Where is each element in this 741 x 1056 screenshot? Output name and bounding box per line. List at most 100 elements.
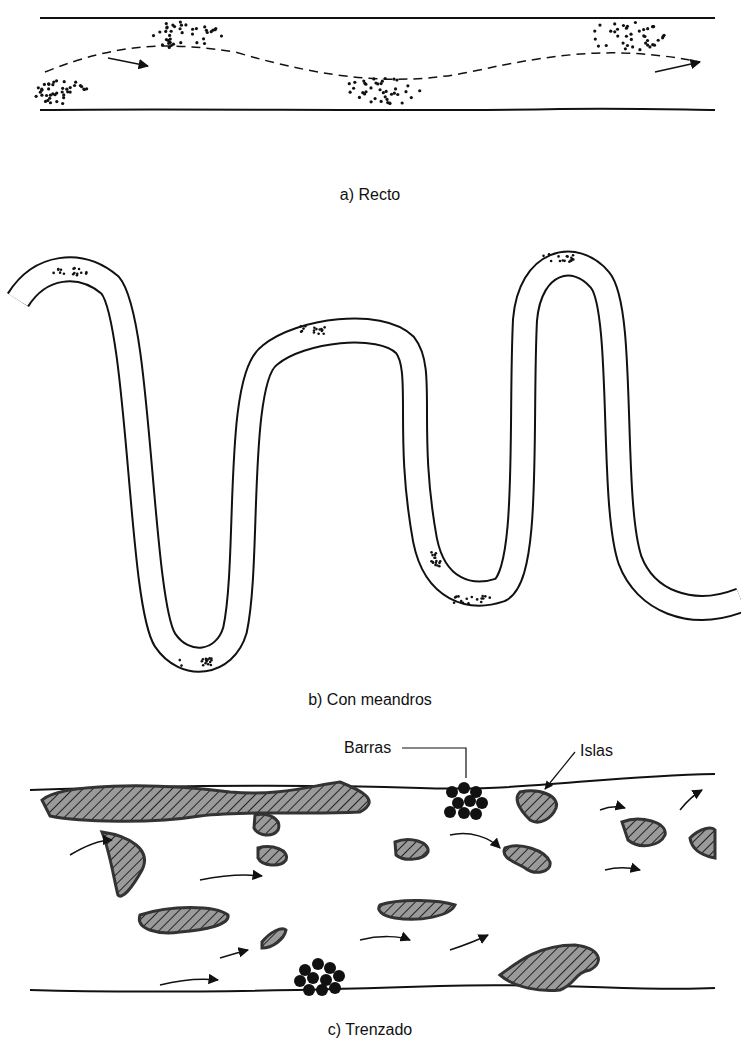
sediment-dot [180, 24, 183, 27]
sediment-dot [395, 78, 398, 81]
sediment-dot [374, 81, 377, 84]
gravel-bar [464, 795, 476, 807]
sediment-dot [300, 331, 303, 334]
sediment-dot [646, 39, 649, 42]
caption: c) Trenzado [270, 1020, 470, 1039]
sediment-dot [597, 44, 600, 47]
sediment-dot [164, 30, 167, 33]
sediment-dot [82, 87, 85, 90]
sediment-dot [384, 95, 387, 98]
sediment-dot [203, 42, 206, 45]
sediment-dot [434, 556, 437, 559]
sediment-dot [653, 44, 656, 47]
sediment-dot [35, 95, 38, 98]
sediment-dot [662, 34, 665, 37]
sediment-dot [548, 253, 551, 256]
sediment-dot [404, 90, 407, 93]
sediment-dot [352, 87, 355, 90]
sediment-dot [323, 326, 326, 329]
sediment-dot [465, 597, 468, 600]
sediment-dot [433, 556, 436, 559]
sediment-dot [207, 658, 210, 661]
sediment-dot [630, 38, 633, 41]
sediment-dot [609, 30, 612, 33]
sediment-dot [651, 25, 654, 28]
gravel-bar [316, 984, 328, 996]
sediment-dot [322, 332, 325, 335]
sediment-dot [652, 25, 655, 28]
sediment-dot [46, 99, 49, 102]
sediment-dot [390, 93, 393, 96]
sediment-dot [184, 23, 187, 26]
sediment-dot [40, 89, 43, 92]
sediment-dot [435, 552, 438, 555]
gravel-bar [324, 962, 336, 974]
gravel-bar [444, 806, 456, 818]
caption: b) Con meandros [270, 690, 470, 709]
sediment-dot [178, 659, 181, 662]
sediment-dot [43, 83, 46, 86]
gravel-bar [303, 984, 315, 996]
sediment-dot [45, 94, 48, 97]
sediment-dot [37, 86, 40, 89]
sediment-dot [72, 268, 75, 271]
sediment-dot [598, 23, 601, 26]
sediment-dot [392, 77, 395, 80]
sediment-dot [202, 658, 205, 661]
sediment-dot [60, 268, 63, 271]
sediment-dot [63, 272, 66, 275]
sediment-dot [378, 88, 381, 91]
sediment-dot [431, 554, 434, 557]
sediment-dot [181, 31, 184, 34]
sediment-dot [594, 37, 597, 40]
sediment-dot [57, 268, 60, 271]
sediment-dot [61, 87, 64, 90]
sediment-dot [569, 259, 572, 262]
sediment-dot [165, 26, 168, 29]
sediment-dot [566, 255, 569, 258]
sediment-dot [559, 260, 562, 263]
sediment-dot [59, 271, 62, 274]
sediment-dot [210, 30, 213, 33]
sediment-dot [195, 41, 198, 44]
sediment-dot [385, 90, 388, 93]
leader-line [545, 752, 575, 789]
sediment-dot [646, 27, 649, 30]
sediment-dot [220, 34, 223, 37]
sediment-dot [454, 596, 457, 599]
gravel-bar [333, 970, 345, 982]
gravel-bar [307, 972, 319, 984]
sediment-dot [364, 83, 367, 86]
gravel-bar [458, 782, 470, 794]
sediment-dot [315, 328, 318, 331]
sediment-dot [165, 22, 168, 25]
sediment-dot [166, 25, 169, 28]
sediment-dot [167, 42, 170, 45]
sediment-dot [202, 664, 205, 667]
sediment-dot [55, 79, 58, 82]
sediment-dot [364, 90, 367, 93]
sediment-dot [62, 96, 65, 99]
sediment-dot [410, 96, 413, 99]
leader-line [402, 748, 466, 778]
sediment-dot [542, 255, 545, 258]
sediment-dot [321, 329, 324, 332]
sediment-dot [49, 94, 52, 97]
sediment-dot [613, 30, 616, 33]
sediment-dot [63, 80, 66, 83]
sediment-dot [638, 48, 641, 51]
sediment-dot [381, 80, 384, 83]
sediment-dot [380, 100, 383, 103]
sediment-dot [430, 551, 433, 554]
sediment-dot [78, 268, 81, 271]
sediment-dot [382, 91, 385, 94]
callout-label: Islas [580, 741, 613, 760]
sediment-dot [85, 271, 88, 274]
sediment-dot [317, 332, 320, 335]
sediment-dot [394, 87, 397, 90]
sediment-dot [622, 24, 625, 27]
sediment-dot [362, 79, 365, 82]
sediment-dot [634, 21, 637, 24]
sediment-dot [385, 98, 388, 101]
sediment-dot [657, 39, 660, 42]
